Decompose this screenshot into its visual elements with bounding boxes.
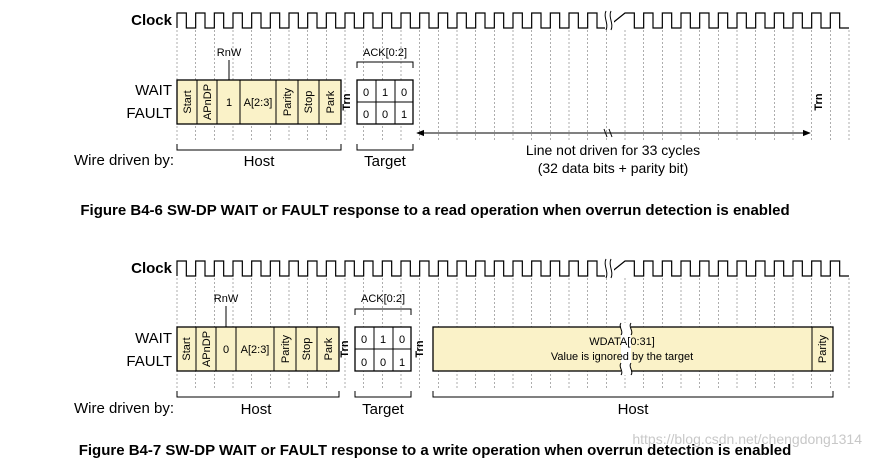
field-parity: Parity [282,87,294,116]
wire-driven-label: Wire driven by: [74,152,174,169]
ack-box: 0 1 0 0 0 1 [356,79,414,125]
ack-fault-bit: 0 [363,109,369,121]
target-label: Target [364,153,407,170]
trn-label-end: Trn [813,93,825,110]
ack-wait-bit: 1 [382,87,388,99]
ack-wait-bit: 1 [380,334,386,346]
wire-driven-label: Wire driven by: [74,400,174,417]
target-bracket [356,144,414,151]
field-rnw-value: 0 [223,344,229,356]
field-apndp: APnDP [202,84,214,120]
field-park: Park [323,337,335,360]
host-label: Host [241,401,273,418]
ack-label: ACK[0:2] [361,293,405,305]
clock-label: Clock [131,260,173,277]
field-addr: A[2:3] [244,97,273,109]
field-stop: Stop [303,91,315,114]
break-mark [608,128,613,138]
request-packet: Start APnDP 0 A[2:3] Parity Stop Park [176,326,340,372]
host-bracket [176,144,342,151]
clock-break-mark [604,258,614,279]
clock-waveform [176,12,849,29]
ack-bracket-top [354,308,412,315]
ack-wait-bit: 0 [401,87,407,99]
ack-label: ACK[0:2] [363,47,407,59]
break-mark [603,128,608,138]
ack-box: 0 1 0 0 0 1 [354,326,412,372]
trn-label-2: Trn [414,340,426,357]
clock-label: Clock [131,12,173,29]
ack-fault-bit: 0 [380,357,386,369]
ack-bracket-top [356,61,414,68]
wdata-label: WDATA[0:31] [589,336,655,348]
ack-wait-bit: 0 [363,87,369,99]
trn-label-1: Trn [341,93,353,110]
request-packet: Start APnDP 1 A[2:3] Parity Stop Park [176,79,342,125]
field-rnw-value: 1 [226,97,232,109]
ack-fault-bit: 1 [399,357,405,369]
trn-label-1: Trn [339,340,351,357]
figure-caption-2: Figure B4-7 SW-DP WAIT or FAULT response… [79,442,792,459]
request-box [176,79,342,125]
ack-fault-bit: 0 [382,109,388,121]
clock-waveform [176,260,849,277]
ack-fault-bit: 1 [401,109,407,121]
line-note-1: Line not driven for 33 cycles [526,142,700,158]
field-start: Start [182,90,194,113]
host-label: Host [244,153,276,170]
field-parity: Parity [280,334,292,363]
figure-write: Clock RnW ACK[0:2] WAIT FAULT Start APnD… [74,258,850,459]
wdata-box: WDATA[0:31] Value is ignored by the targ… [432,322,834,376]
host-bracket [176,391,340,398]
ack-wait-bit: 0 [361,334,367,346]
figure-read: Clock RnW ACK[0:2] WAIT FAULT Start APnD… [74,10,850,219]
watermark: https://blog.csdn.net/chengdong1314 [632,431,862,447]
host-bracket-data [432,391,834,398]
field-start: Start [181,337,193,360]
field-stop: Stop [301,338,313,361]
target-label: Target [362,401,405,418]
wdata-note: Value is ignored by the target [551,351,693,363]
field-apndp: APnDP [201,331,213,367]
wait-label: WAIT [135,82,172,99]
figure-caption-1: Figure B4-6 SW-DP WAIT or FAULT response… [80,202,789,219]
fault-label: FAULT [126,353,172,370]
wait-label: WAIT [135,330,172,347]
fault-label: FAULT [126,105,172,122]
rnw-label: RnW [214,293,239,305]
field-addr: A[2:3] [241,344,270,356]
host-label-data: Host [618,401,650,418]
target-bracket [354,391,412,398]
rnw-label: RnW [217,47,242,59]
ack-fault-bit: 0 [361,357,367,369]
request-box [176,326,340,372]
wdata-parity: Parity [817,334,829,363]
field-park: Park [325,90,337,113]
clock-break-mark [604,10,614,31]
ack-wait-bit: 0 [399,334,405,346]
line-note-2: (32 data bits + parity bit) [538,160,689,176]
